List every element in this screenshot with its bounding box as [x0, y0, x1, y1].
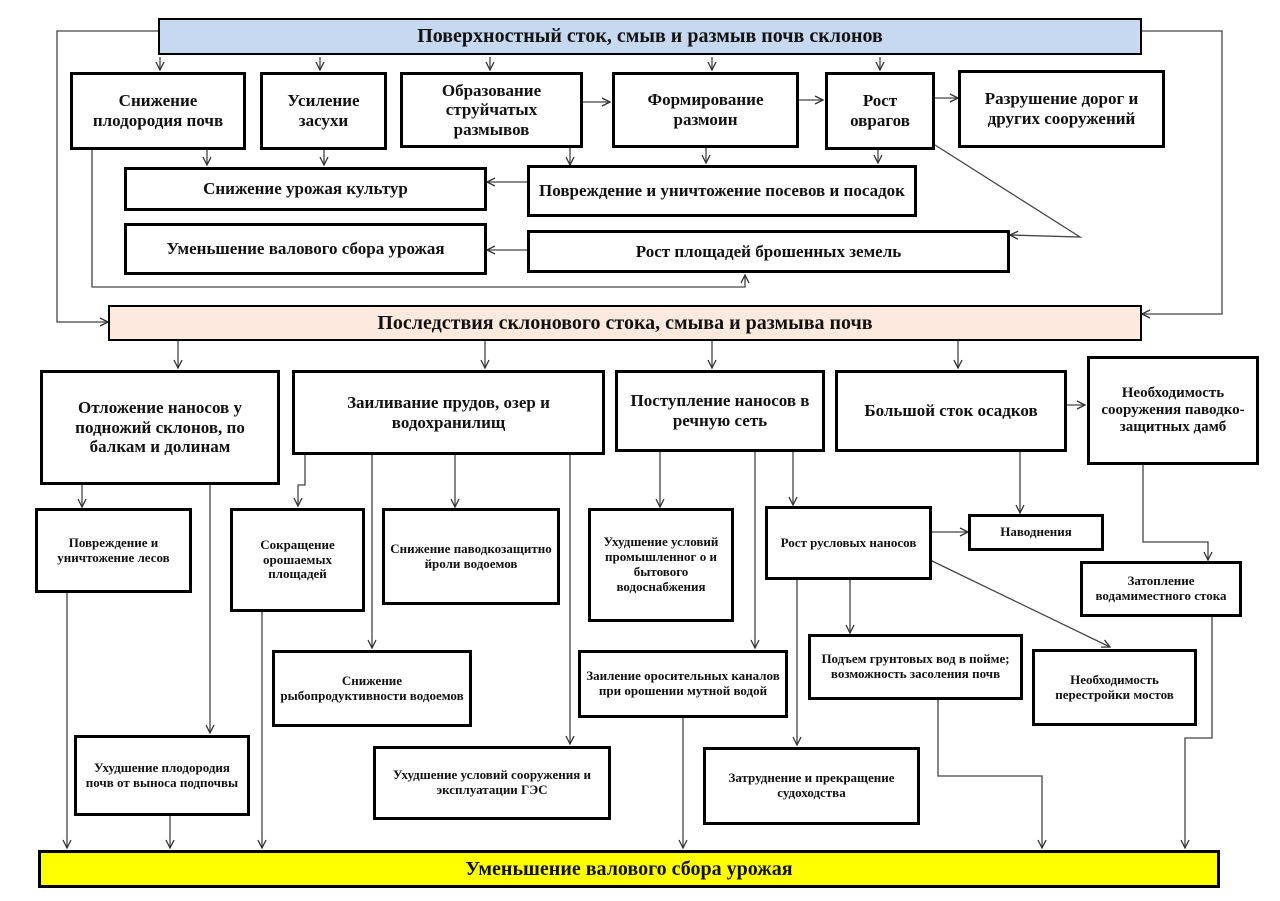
gross-harvest-decrease-box: Уменьшение валового сбора урожая: [124, 223, 487, 275]
arrow: [1142, 465, 1208, 560]
arrow: [1185, 617, 1213, 848]
siltation-box: Заиливание прудов, озер и водохранилищ: [292, 370, 605, 455]
surface-runoff-banner: Поверхностный сток, смыв и размыв почв с…: [158, 18, 1142, 55]
crop-yield-decrease-box: Снижение урожая культур: [124, 167, 487, 211]
bridge-rebuild-box: Необходимость перестройки мостов: [1032, 649, 1197, 726]
subsoil-loss-box: Ухудшение плодородия почв от выноса подп…: [74, 735, 250, 816]
consequences-banner: Последствия склонового стока, смыва и ра…: [108, 305, 1142, 341]
rill-erosion-box: Образование струйчатых размывов: [400, 72, 583, 148]
sediment-deposition-box: Отложение наносов у подножий склонов, по…: [40, 370, 280, 485]
arrow: [929, 559, 1110, 647]
navigation-box: Затруднение и прекращение судоходства: [703, 747, 920, 825]
channel-sediment-growth-box: Рост русловых наносов: [765, 506, 932, 580]
gully-formation-box: Формирование размоин: [612, 72, 799, 148]
flood-dams-need-box: Необходимость сооружения паводко-защитны…: [1087, 356, 1259, 465]
hydro-plant-box: Ухудшение условий сооружения и эксплуата…: [373, 746, 611, 820]
flood-protection-role-box: Снижение паводкозащитно йроли водоемов: [382, 508, 560, 605]
roads-destruction-box: Разрушение дорог и других сооружений: [958, 70, 1165, 148]
forest-damage-box: Повреждение и уничтожение лесов: [35, 508, 192, 593]
arrow: [298, 455, 306, 506]
irrigated-area-reduction-box: Сокращение орошаемых площадей: [230, 508, 365, 612]
abandoned-lands-box: Рост площадей брошенных земель: [527, 230, 1010, 273]
drought-increase-box: Усиление засухи: [260, 72, 387, 150]
river-sediment-input-box: Поступление наносов в речную сеть: [615, 370, 825, 452]
harvest-reduction-banner: Уменьшение валового сбора урожая: [38, 850, 1220, 888]
floods-box: Наводнения: [968, 514, 1104, 551]
soil-fertility-decrease-box: Снижение плодородия почв: [70, 72, 246, 150]
groundwater-rise-box: Подъем грунтовых вод в пойме; возможност…: [808, 634, 1023, 700]
arrow: [56, 30, 158, 322]
arrow: [937, 700, 1042, 848]
canal-silting-box: Заиление оросительных каналов при орошен…: [578, 650, 788, 718]
arrow: [91, 150, 745, 288]
arrow: [1142, 30, 1223, 314]
arrow: [934, 144, 1083, 237]
fish-productivity-box: Снижение рыбопродуктивности водоемов: [272, 650, 472, 727]
water-supply-worsening-box: Ухудшение условий промышленног о и бытов…: [588, 508, 734, 622]
ravine-growth-box: Рост оврагов: [825, 72, 935, 150]
floodplain-inundation-box: Затопление водамиместного стока: [1080, 561, 1242, 617]
crops-damage-box: Повреждение и уничтожение посевов и поса…: [527, 165, 917, 217]
heavy-runoff-box: Большой сток осадков: [835, 370, 1067, 452]
